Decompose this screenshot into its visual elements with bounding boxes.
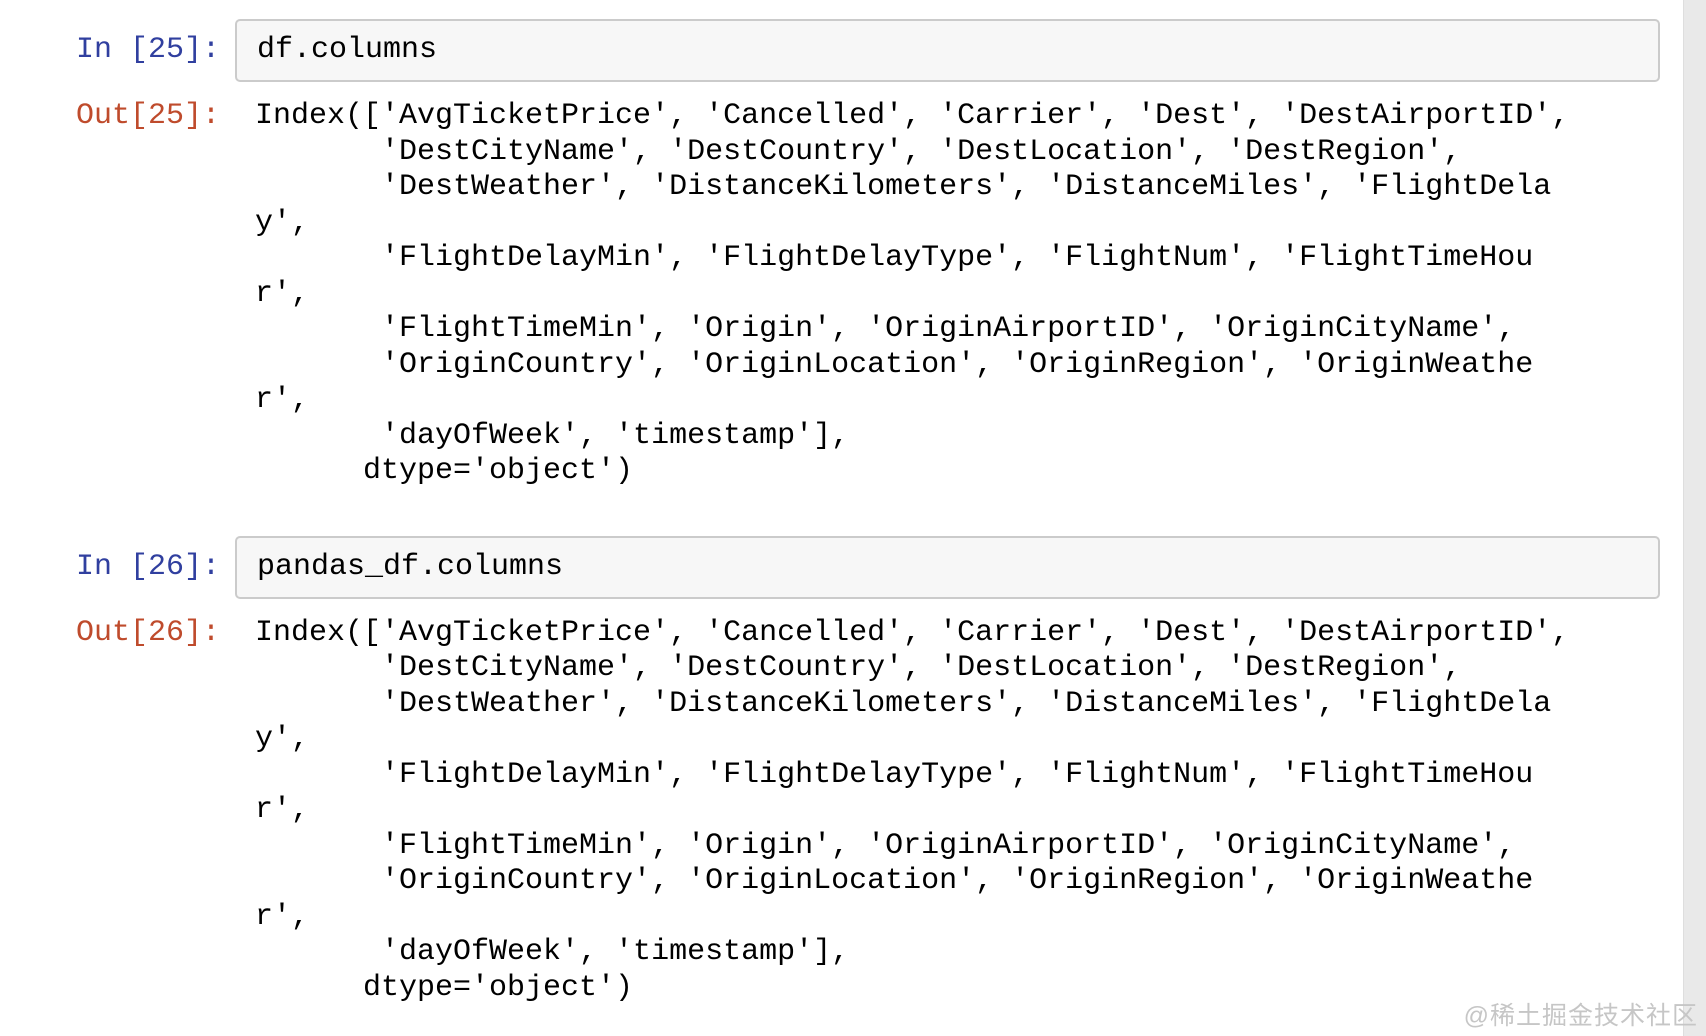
spacer (0, 490, 1660, 536)
output-prompt-25: Out[25]: (75, 99, 220, 133)
notebook-cell-list: In [25]: df.columns Out[25]: Index(['Avg… (0, 0, 1660, 1007)
right-gutter (1683, 0, 1706, 1036)
site-watermark: @稀土掘金技术社区 (1463, 1002, 1698, 1030)
output-text-25: Index(['AvgTicketPrice', 'Cancelled', 'C… (255, 99, 1570, 488)
input-area-26: In [26]: pandas_df.columns (0, 535, 1660, 599)
input-prompt-25: In [25]: (75, 33, 220, 67)
input-area-25: In [25]: df.columns (0, 19, 1660, 82)
output-prompt-26: Out[26]: (75, 615, 220, 650)
input-prompt-26: In [26]: (75, 549, 220, 584)
output-text-26: Index(['AvgTicketPrice', 'Cancelled', 'C… (255, 615, 1570, 1005)
spacer (0, 0, 1660, 19)
code-editor-25[interactable]: df.columns (235, 19, 1660, 82)
output-area-25: Out[25]: Index(['AvgTicketPrice', 'Cance… (0, 99, 1660, 490)
code-cell-25: In [25]: df.columns Out[25]: Index(['Avg… (0, 19, 1660, 490)
code-text-25[interactable]: df.columns (257, 33, 438, 67)
output-area-26: Out[26]: Index(['AvgTicketPrice', 'Cance… (0, 616, 1660, 1007)
code-text-26[interactable]: pandas_df.columns (257, 549, 564, 584)
code-editor-26[interactable]: pandas_df.columns (235, 535, 1660, 599)
code-cell-26: In [26]: pandas_df.columns Out[26]: Inde… (0, 535, 1660, 1007)
